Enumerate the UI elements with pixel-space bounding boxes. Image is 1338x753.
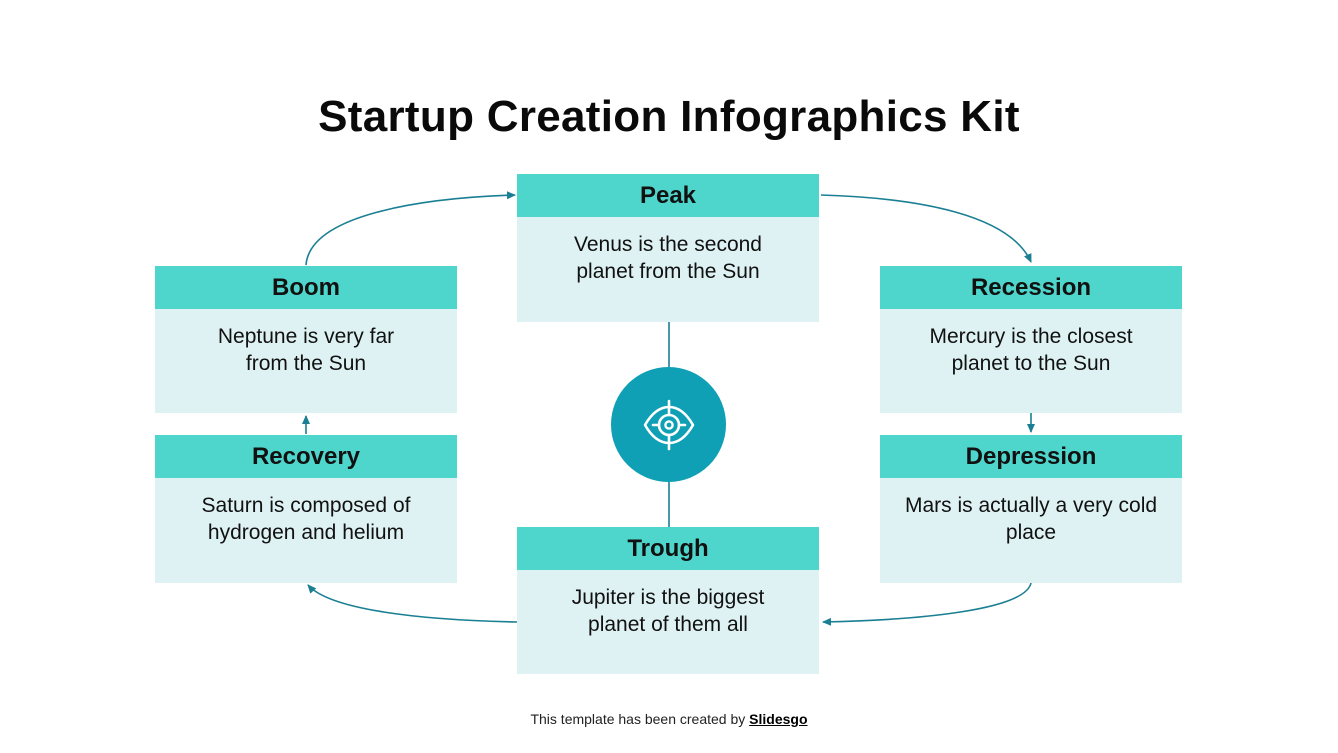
stage-boom-title: Boom	[155, 266, 457, 309]
stage-trough: Trough Jupiter is the biggest planet of …	[517, 527, 819, 674]
stage-recovery: Recovery Saturn is composed of hydrogen …	[155, 435, 457, 583]
stage-recovery-text: Saturn is composed of hydrogen and heliu…	[201, 494, 411, 544]
hub-circle	[611, 367, 726, 482]
stage-boom-text: Neptune is very far from the Sun	[217, 325, 395, 375]
stage-trough-title: Trough	[517, 527, 819, 570]
stage-peak: Peak Venus is the second planet from the…	[517, 174, 819, 322]
stage-boom: Boom Neptune is very far from the Sun	[155, 266, 457, 413]
stage-depression: Depression Mars is actually a very cold …	[880, 435, 1182, 583]
stage-recovery-title: Recovery	[155, 435, 457, 478]
stage-trough-text: Jupiter is the biggest planet of them al…	[571, 586, 765, 636]
arrow-depression-to-trough	[822, 582, 1032, 626]
stage-recession-title: Recession	[880, 266, 1182, 309]
page-title: Startup Creation Infographics Kit	[318, 92, 1020, 141]
stage-recession-text: Mercury is the closest planet to the Sun	[929, 325, 1133, 375]
stage-depression-title: Depression	[880, 435, 1182, 478]
stage-peak-text: Venus is the second planet from the Sun	[574, 233, 762, 283]
footer-prefix: This template has been created by	[530, 711, 750, 727]
stage-depression-text: Mars is actually a very cold place	[904, 494, 1158, 544]
arrow-peak-to-recession	[820, 194, 1032, 263]
stage-recession: Recession Mercury is the closest planet …	[880, 266, 1182, 413]
stage-peak-title: Peak	[517, 174, 819, 217]
arrow-trough-to-recovery	[307, 584, 518, 623]
arrow-boom-to-peak	[305, 191, 516, 266]
eye-target-icon	[643, 399, 694, 450]
footer-credit: This template has been created by Slides…	[0, 711, 1338, 727]
slidesgo-link[interactable]: Slidesgo	[749, 711, 808, 727]
